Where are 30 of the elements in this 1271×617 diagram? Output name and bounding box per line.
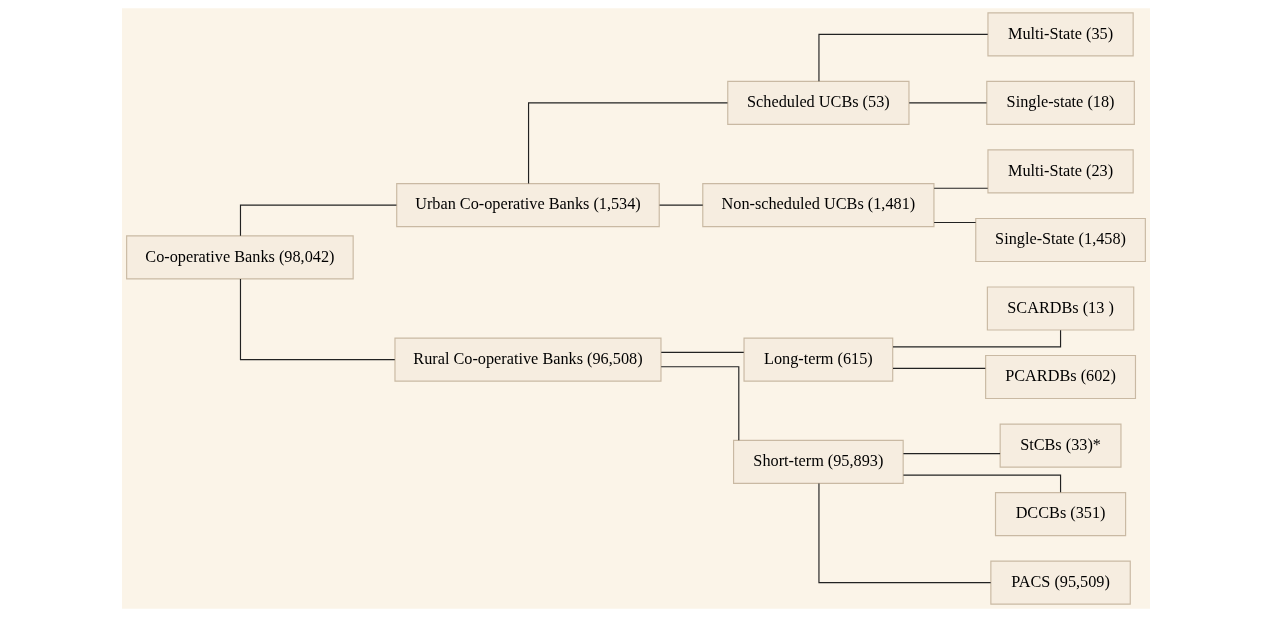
connector: [902, 453, 1001, 455]
node-box: Multi-State (35): [986, 12, 1134, 57]
connector: [908, 102, 987, 104]
connector: [933, 187, 988, 189]
connector: [660, 351, 744, 353]
connector: [660, 366, 739, 441]
node-box: Multi-State (23): [986, 149, 1134, 194]
connector: [933, 221, 976, 224]
node-box: Non-scheduled UCBs (1,481): [701, 183, 935, 228]
connector: [817, 482, 991, 584]
node-box: PACS (95,509): [989, 560, 1131, 605]
connector: [239, 278, 395, 361]
connector: [891, 367, 986, 369]
node-box: Co-operative Banks (98,042): [125, 235, 354, 280]
node-box: Single-state (18): [985, 80, 1135, 125]
node-box: Short-term (95,893): [732, 439, 904, 484]
node-box: DCCBs (351): [994, 492, 1126, 537]
node-box: Long-term (615): [742, 337, 893, 382]
connector: [902, 474, 1061, 493]
connector: [658, 204, 703, 206]
node-box: Rural Co-operative Banks (96,508): [393, 337, 662, 382]
node-box: StCBs (33)*: [999, 423, 1122, 468]
node-box: Single-State (1,458): [974, 217, 1146, 263]
connector: [817, 33, 988, 82]
node-box: PCARDBs (602): [984, 354, 1136, 400]
connector: [527, 102, 728, 184]
connector: [239, 204, 397, 237]
node-box: Urban Co-operative Banks (1,534): [395, 183, 660, 228]
node-box: Scheduled UCBs (53): [726, 80, 910, 125]
node-box: SCARDBs (13 ): [986, 286, 1134, 331]
